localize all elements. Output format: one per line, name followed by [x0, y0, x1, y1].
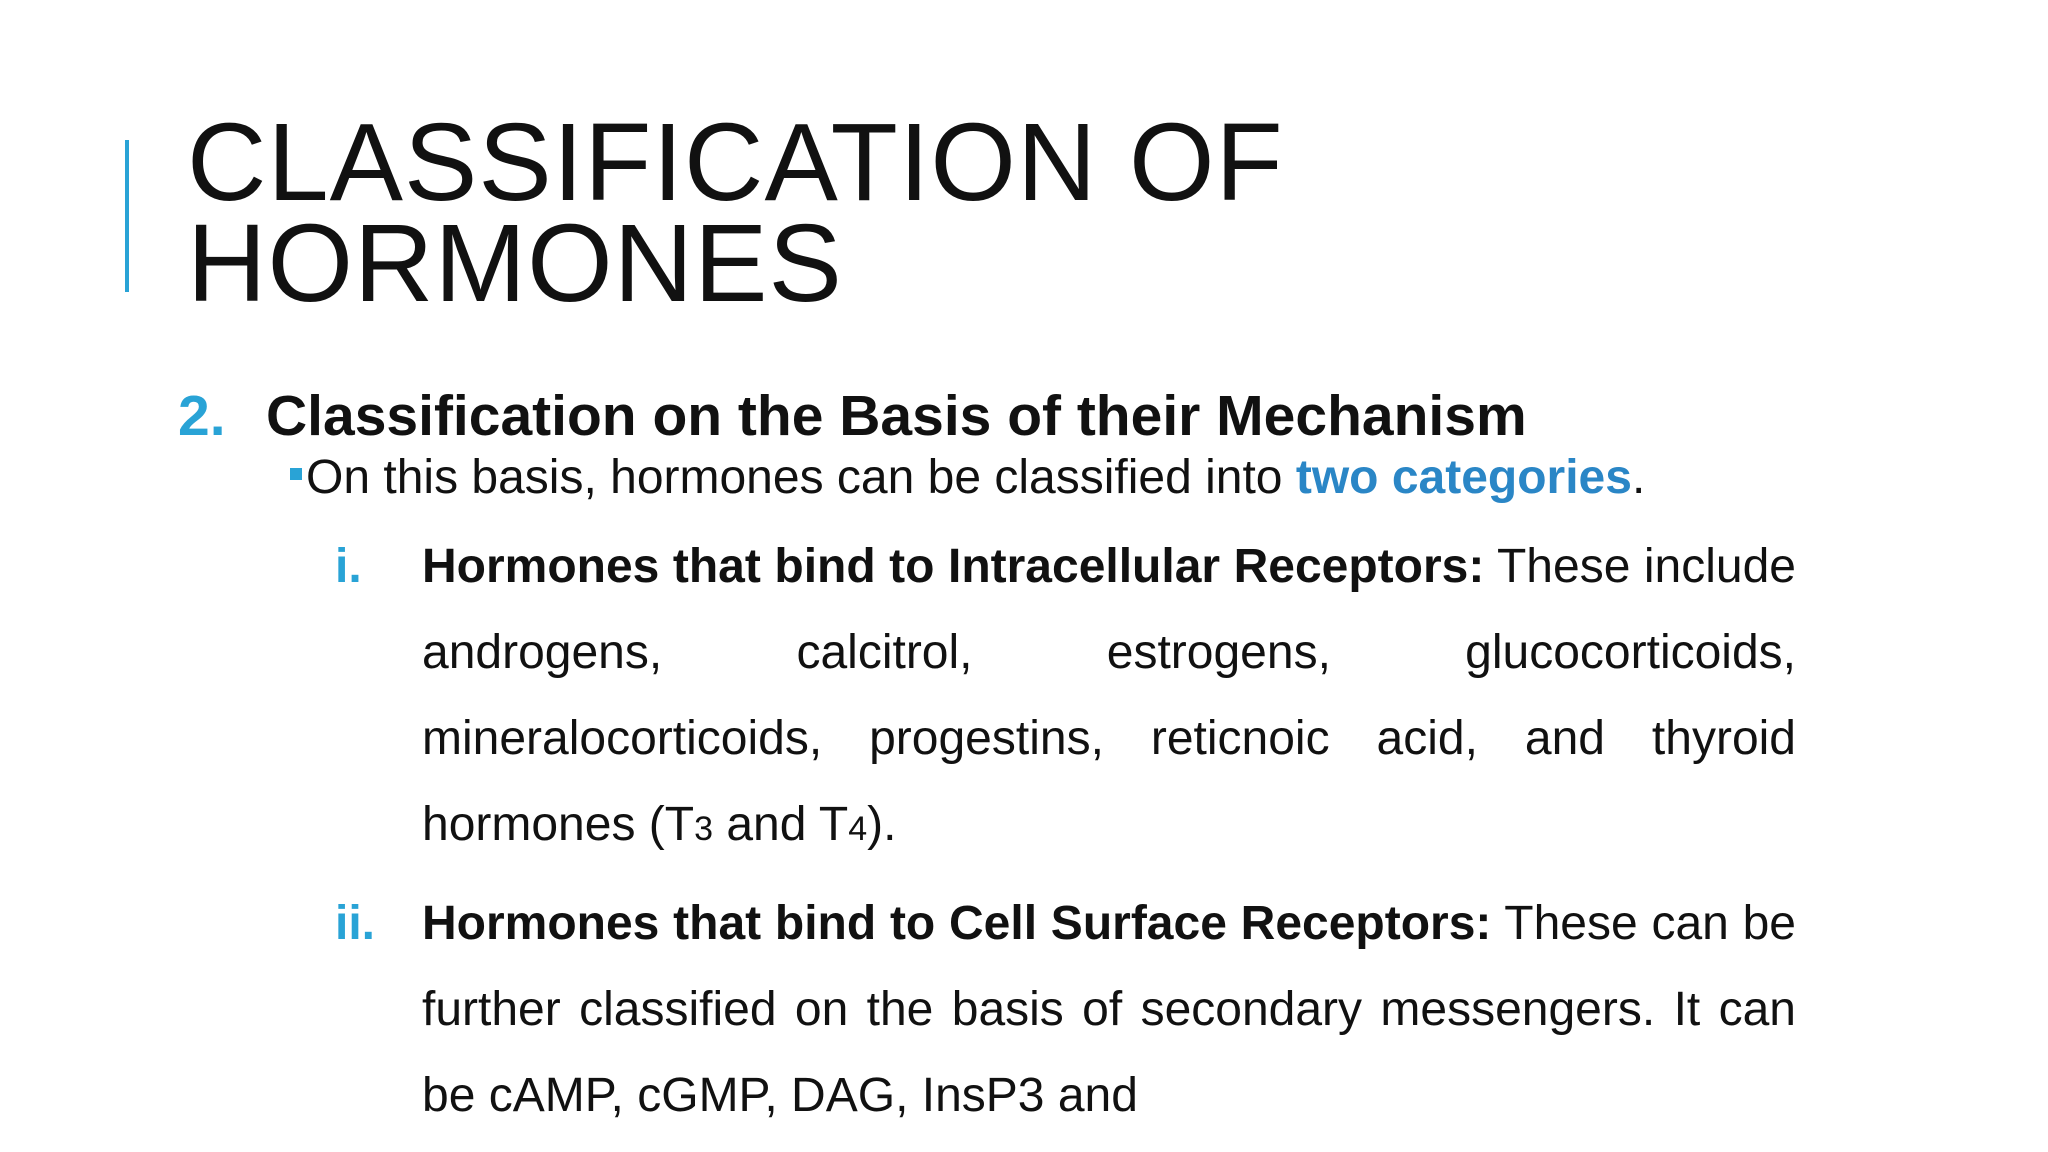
list-item-text-mid: and T	[713, 798, 849, 851]
list-item-body: Hormones that bind to Cell Surface Recep…	[422, 881, 1796, 1139]
list-numeral: i.	[335, 540, 362, 593]
title-line-1: CLASSIFICATION OF	[187, 101, 1284, 224]
bullet-text-before: On this basis, hormones can be classifie…	[306, 451, 1296, 504]
slide-title: CLASSIFICATION OF HORMONES	[187, 101, 1284, 325]
list-item-body: Hormones that bind to Intracellular Rece…	[422, 524, 1796, 872]
bullet-text-after: .	[1631, 451, 1646, 504]
subscript-3: 3	[694, 810, 714, 848]
list-item-text-end: ).	[867, 798, 897, 851]
list-item-heading: Hormones that bind to Intracellular Rece…	[422, 540, 1485, 593]
list-item-text: These can be further classified on the b…	[422, 897, 1797, 1122]
subscript-4: 4	[848, 810, 868, 848]
section-number: 2.	[178, 384, 226, 448]
bullet-highlight: two categories	[1295, 451, 1632, 504]
square-bullet-icon	[290, 468, 302, 481]
title-line-2: HORMONES	[187, 202, 843, 325]
section-heading-text: Classification on the Basis of their Mec…	[266, 384, 1527, 448]
title-accent-bar	[125, 140, 129, 292]
bullet-item: On this basis, hormones can be classifie…	[290, 447, 1645, 509]
list-item-heading: Hormones that bind to Cell Surface Recep…	[422, 897, 1492, 950]
list-numeral: ii.	[335, 897, 376, 950]
section-heading: 2. Classification on the Basis of their M…	[178, 383, 1527, 449]
list-item-text: These include androgens, calcitrol, estr…	[422, 540, 1797, 851]
